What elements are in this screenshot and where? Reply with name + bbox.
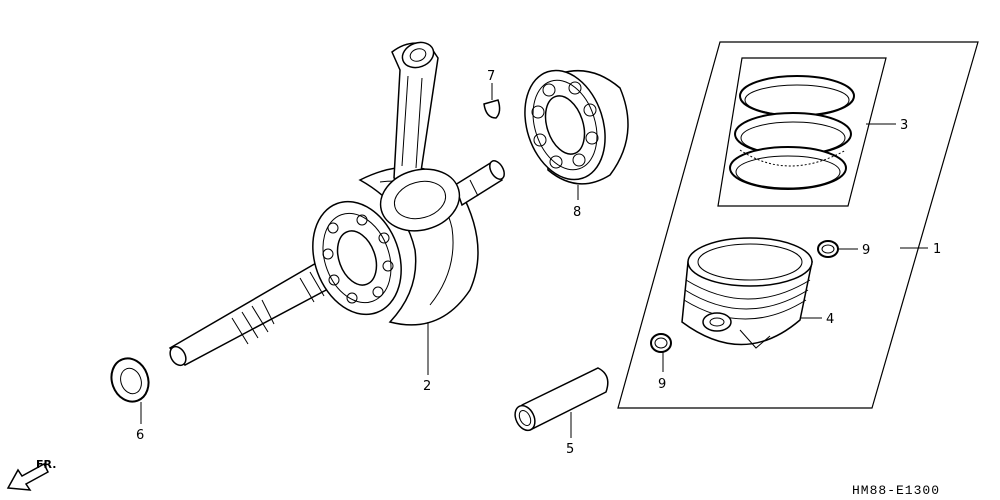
ball-bearing[interactable] bbox=[512, 60, 629, 190]
callout-8: 8 bbox=[573, 205, 581, 220]
piston-pin-clip-upper[interactable] bbox=[817, 240, 839, 258]
callout-9-upper: 9 bbox=[862, 243, 870, 258]
front-label: FR. bbox=[36, 458, 56, 471]
piston-rings[interactable] bbox=[717, 57, 887, 207]
callout-labels: 1 2 3 4 5 6 7 8 9 9 bbox=[136, 69, 941, 457]
piston[interactable] bbox=[681, 237, 813, 349]
callout-6: 6 bbox=[136, 428, 144, 443]
callout-4: 4 bbox=[826, 312, 834, 327]
callout-3: 3 bbox=[900, 118, 908, 133]
diagram-code: HM88-E1300 bbox=[852, 483, 940, 498]
front-arrow-icon bbox=[6, 462, 49, 491]
woodruff-key[interactable] bbox=[483, 99, 501, 119]
piston-set-frame bbox=[617, 41, 979, 409]
callout-1: 1 bbox=[933, 242, 941, 257]
piston-pin-clip-lower[interactable] bbox=[650, 333, 672, 353]
callout-9-lower: 9 bbox=[658, 377, 666, 392]
crankshaft[interactable] bbox=[167, 38, 507, 368]
washer[interactable] bbox=[106, 353, 155, 407]
leader-lines bbox=[140, 83, 928, 438]
callout-7: 7 bbox=[487, 69, 495, 84]
callout-2: 2 bbox=[423, 379, 431, 394]
piston-pin[interactable] bbox=[511, 367, 609, 434]
callout-5: 5 bbox=[566, 442, 574, 457]
front-direction-indicator: FR. bbox=[6, 458, 56, 491]
